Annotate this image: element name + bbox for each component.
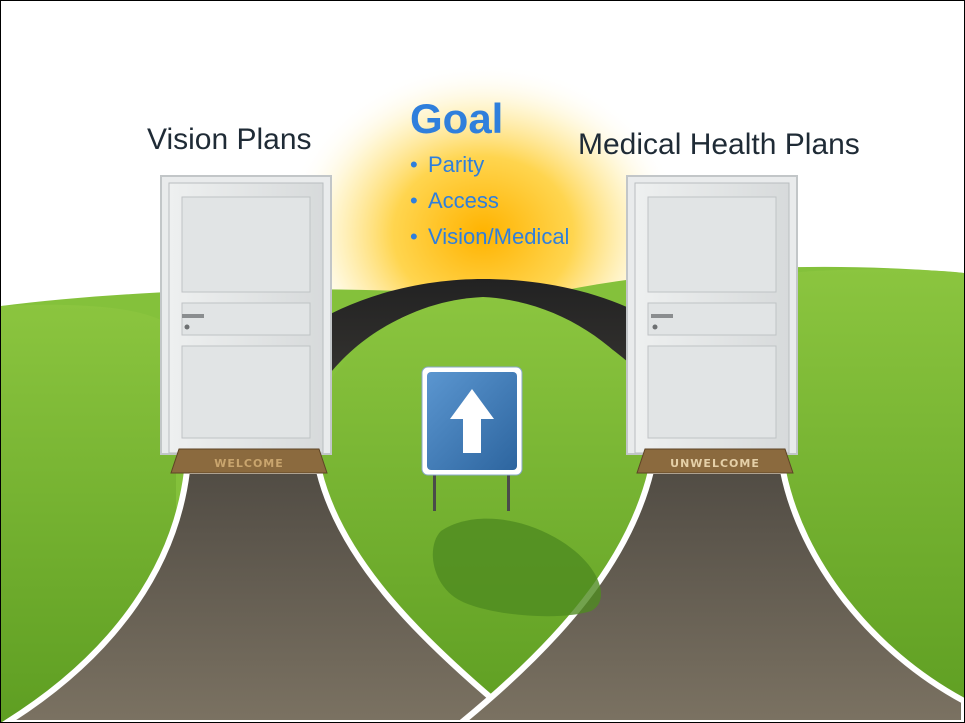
goal-item: •Parity <box>410 152 485 177</box>
goal-item: •Vision/Medical <box>410 224 570 249</box>
unwelcome-mat: UNWELCOME <box>636 448 794 474</box>
right-door <box>626 175 798 455</box>
up-arrow-icon <box>450 389 494 453</box>
vision-plans-label: Vision Plans <box>147 123 312 156</box>
left-door <box>160 175 332 455</box>
road-right <box>457 468 964 722</box>
welcome-mat: WELCOME <box>170 448 328 474</box>
sign-shadow <box>432 518 601 617</box>
direction-sign <box>421 366 523 476</box>
goal-item-text: Access <box>428 188 499 213</box>
far-road <box>301 279 681 421</box>
goal-list: •Parity •Access •Vision/Medical <box>410 147 569 255</box>
road-left <box>1 468 525 722</box>
sign-post-left <box>433 471 436 511</box>
goal-item-text: Parity <box>428 152 485 177</box>
goal-item-text: Vision/Medical <box>428 224 570 249</box>
sign-post-right <box>507 471 510 511</box>
unwelcome-mat-text: UNWELCOME <box>670 457 760 470</box>
welcome-mat-text: WELCOME <box>214 457 284 470</box>
goal-item: •Access <box>410 188 499 213</box>
goal-title: Goal <box>410 95 504 142</box>
medical-health-plans-label: Medical Health Plans <box>578 128 860 161</box>
